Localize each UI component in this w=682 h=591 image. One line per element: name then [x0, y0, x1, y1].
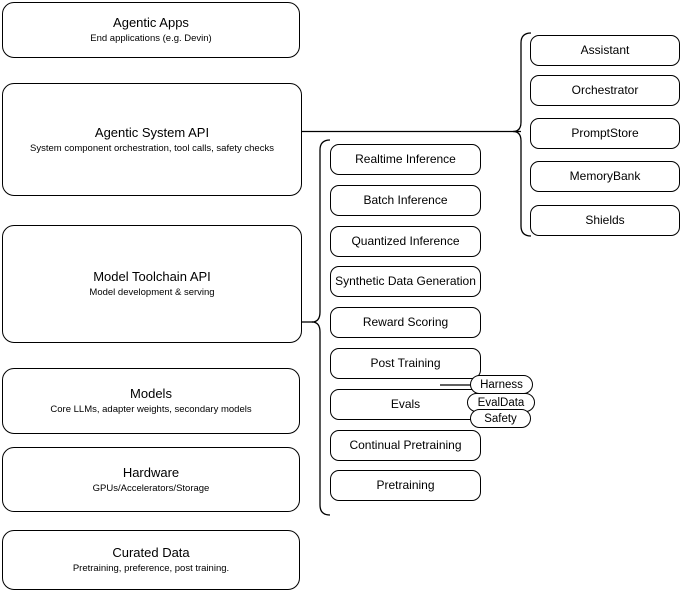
toolchain-item-post-training[interactable]: Post Training — [330, 348, 481, 379]
layer-subtitle: End applications (e.g. Devin) — [90, 33, 212, 44]
layer-title: Curated Data — [112, 545, 190, 560]
layer-box-curated-data[interactable]: Curated Data Pretraining, preference, po… — [2, 530, 300, 590]
layer-box-agentic-system-api[interactable]: Agentic System API System component orch… — [2, 83, 302, 196]
layer-box-agentic-apps[interactable]: Agentic Apps End applications (e.g. Devi… — [2, 2, 300, 58]
toolchain-item-label: Pretraining — [376, 478, 435, 492]
eval-pill-label: Safety — [484, 412, 517, 425]
layer-box-models[interactable]: Models Core LLMs, adapter weights, secon… — [2, 368, 300, 434]
toolchain-item-label: Continual Pretraining — [349, 438, 462, 452]
layer-subtitle: Core LLMs, adapter weights, secondary mo… — [50, 404, 252, 415]
toolchain-item-label: Quantized Inference — [351, 234, 460, 248]
layer-box-model-toolchain-api[interactable]: Model Toolchain API Model development & … — [2, 225, 302, 343]
layer-subtitle: GPUs/Accelerators/Storage — [92, 482, 210, 494]
system-component-label: Shields — [585, 213, 625, 227]
layer-title: Model Toolchain API — [93, 269, 211, 284]
toolchain-item-label: Batch Inference — [363, 193, 448, 207]
system-component-shields[interactable]: Shields — [530, 205, 680, 236]
eval-pill-harness[interactable]: Harness — [470, 375, 533, 394]
toolchain-item-batch-inference[interactable]: Batch Inference — [330, 185, 481, 216]
toolchain-item-label: Post Training — [370, 356, 441, 370]
toolchain-item-label: Realtime Inference — [355, 152, 456, 166]
system-component-label: PromptStore — [571, 126, 639, 140]
toolchain-item-quantized-inference[interactable]: Quantized Inference — [330, 226, 481, 257]
toolchain-item-continual-pretraining[interactable]: Continual Pretraining — [330, 430, 481, 461]
right-curly-bracket — [512, 32, 532, 237]
layer-subtitle: System component orchestration, tool cal… — [30, 142, 274, 154]
eval-pill-label: Harness — [480, 378, 523, 391]
toolchain-item-evals[interactable]: Evals — [330, 389, 481, 420]
toolchain-item-reward-scoring[interactable]: Reward Scoring — [330, 307, 481, 338]
layer-subtitle: Pretraining, preference, post training. — [72, 563, 230, 574]
layer-title: Hardware — [122, 464, 180, 480]
system-component-label: MemoryBank — [569, 169, 641, 183]
toolchain-item-pretraining[interactable]: Pretraining — [330, 470, 481, 501]
toolchain-item-synthetic-data-generation[interactable]: Synthetic Data Generation — [330, 266, 481, 297]
system-component-orchestrator[interactable]: Orchestrator — [530, 75, 680, 106]
eval-pill-label: EvalData — [477, 396, 525, 409]
toolchain-item-label: Evals — [390, 397, 421, 411]
toolchain-item-label: Synthetic Data Generation — [335, 274, 476, 288]
eval-pill-safety[interactable]: Safety — [470, 409, 531, 428]
system-component-assistant[interactable]: Assistant — [530, 35, 680, 66]
system-component-memorybank[interactable]: MemoryBank — [530, 161, 680, 192]
system-component-label: Orchestrator — [571, 83, 639, 97]
toolchain-item-realtime-inference[interactable]: Realtime Inference — [330, 144, 481, 175]
layer-subtitle: Model development & serving — [89, 287, 215, 298]
layer-title: Agentic Apps — [113, 15, 189, 30]
layer-title: Models — [130, 386, 172, 401]
toolchain-item-label: Reward Scoring — [362, 315, 449, 329]
system-component-label: Assistant — [580, 43, 630, 57]
layer-box-hardware[interactable]: Hardware GPUs/Accelerators/Storage — [2, 447, 300, 512]
layer-title: Agentic System API — [94, 124, 210, 140]
system-component-promptstore[interactable]: PromptStore — [530, 118, 680, 149]
middle-curly-bracket — [311, 139, 331, 516]
